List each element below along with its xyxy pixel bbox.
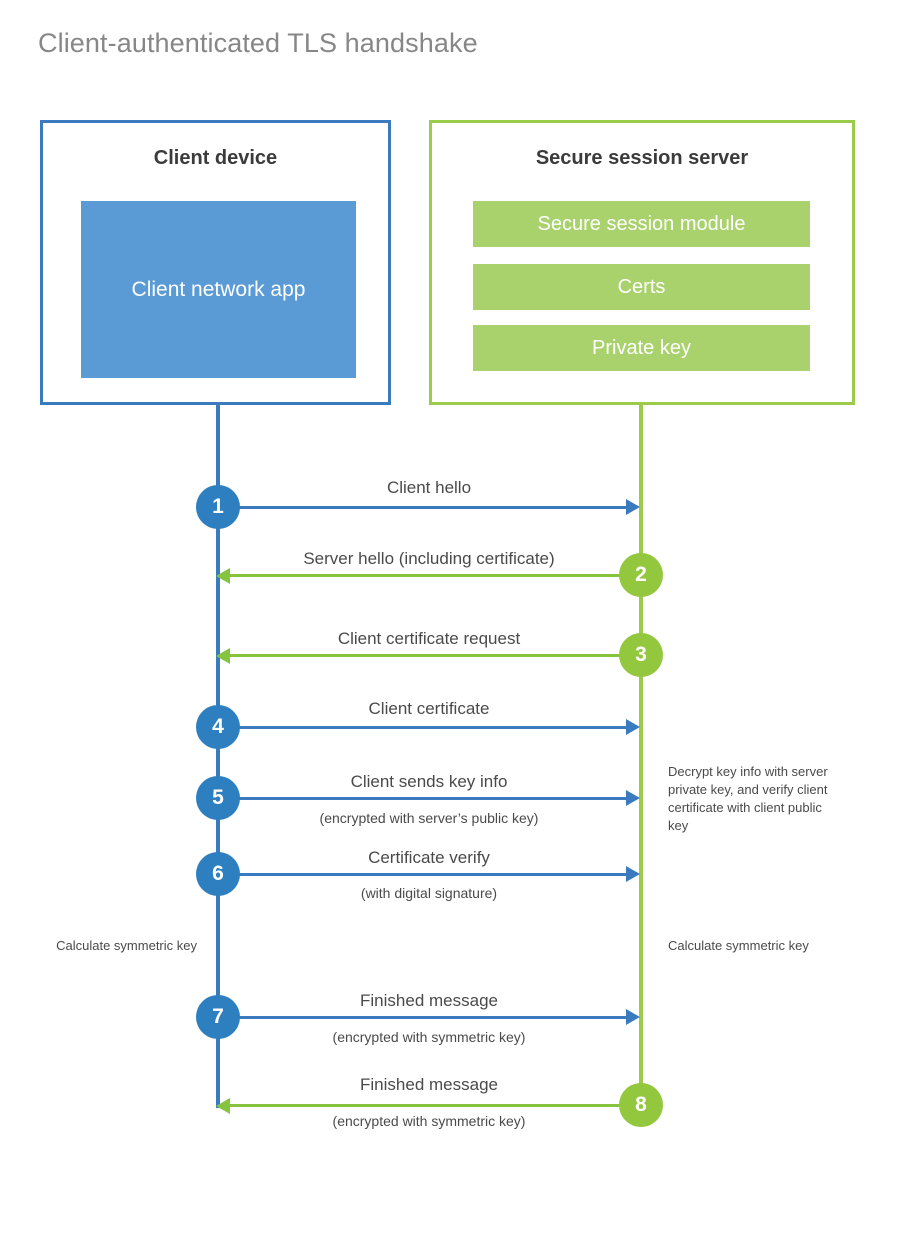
step-3-arrow-head — [216, 648, 230, 664]
client-network-app-block: Client network app — [81, 201, 356, 378]
step-1-label: Client hello — [386, 478, 472, 497]
step-2-label: Server hello (including certificate) — [303, 549, 555, 568]
step-6-arrow-line — [218, 873, 626, 876]
step-7-sublabel: (encrypted with symmetric key) — [332, 1029, 526, 1045]
step-8-arrow-head — [216, 1098, 230, 1114]
server-decrypt-note: Decrypt key info with server private key… — [668, 764, 828, 833]
step-7-label: Finished message — [360, 991, 498, 1010]
step-1-circle[interactable]: 1 — [196, 485, 240, 529]
server-component-private-key: Private key — [473, 325, 810, 371]
step-6-arrow-head — [626, 866, 640, 882]
server-lifeline — [639, 405, 643, 1106]
step-7-arrow-head — [626, 1009, 640, 1025]
client-device-box: Client device Client network app — [40, 120, 391, 405]
step-3-label: Client certificate request — [337, 629, 521, 648]
secure-session-server-box: Secure session server Secure session mod… — [429, 120, 855, 405]
step-3-arrow-line — [230, 654, 626, 657]
step-4-arrow-head — [626, 719, 640, 735]
client-calculate-symmetric-key-note: Calculate symmetric key — [56, 938, 197, 953]
server-component-certs: Certs — [473, 264, 810, 310]
step-6-circle[interactable]: 6 — [196, 852, 240, 896]
page-title: Client-authenticated TLS handshake — [38, 28, 478, 58]
step-7-arrow-line — [218, 1016, 626, 1019]
step-4-circle[interactable]: 4 — [196, 705, 240, 749]
step-2-circle[interactable]: 2 — [619, 553, 663, 597]
step-4-arrow-line — [218, 726, 626, 729]
step-8-circle[interactable]: 8 — [619, 1083, 663, 1127]
step-1-arrow-head — [626, 499, 640, 515]
server-calculate-symmetric-key-note: Calculate symmetric key — [668, 938, 809, 953]
step-5-arrow-line — [218, 797, 626, 800]
secure-session-server-title: Secure session server — [535, 147, 749, 169]
step-7-circle[interactable]: 7 — [196, 995, 240, 1039]
step-2-arrow-head — [216, 568, 230, 584]
step-5-label: Client sends key info — [350, 772, 508, 791]
client-lifeline — [216, 405, 220, 1108]
step-6-label: Certificate verify — [368, 848, 490, 867]
step-5-circle[interactable]: 5 — [196, 776, 240, 820]
step-8-sublabel: (encrypted with symmetric key) — [332, 1113, 526, 1129]
step-5-sublabel: (encrypted with server’s public key) — [319, 810, 539, 826]
step-4-label: Client certificate — [368, 699, 490, 718]
step-5-arrow-head — [626, 790, 640, 806]
step-3-circle[interactable]: 3 — [619, 633, 663, 677]
step-1-arrow-line — [218, 506, 626, 509]
step-8-label: Finished message — [360, 1075, 498, 1094]
client-device-title: Client device — [153, 147, 278, 169]
step-6-sublabel: (with digital signature) — [360, 885, 498, 901]
step-8-arrow-line — [230, 1104, 626, 1107]
server-component-secure-session-module: Secure session module — [473, 201, 810, 247]
step-2-arrow-line — [230, 574, 626, 577]
